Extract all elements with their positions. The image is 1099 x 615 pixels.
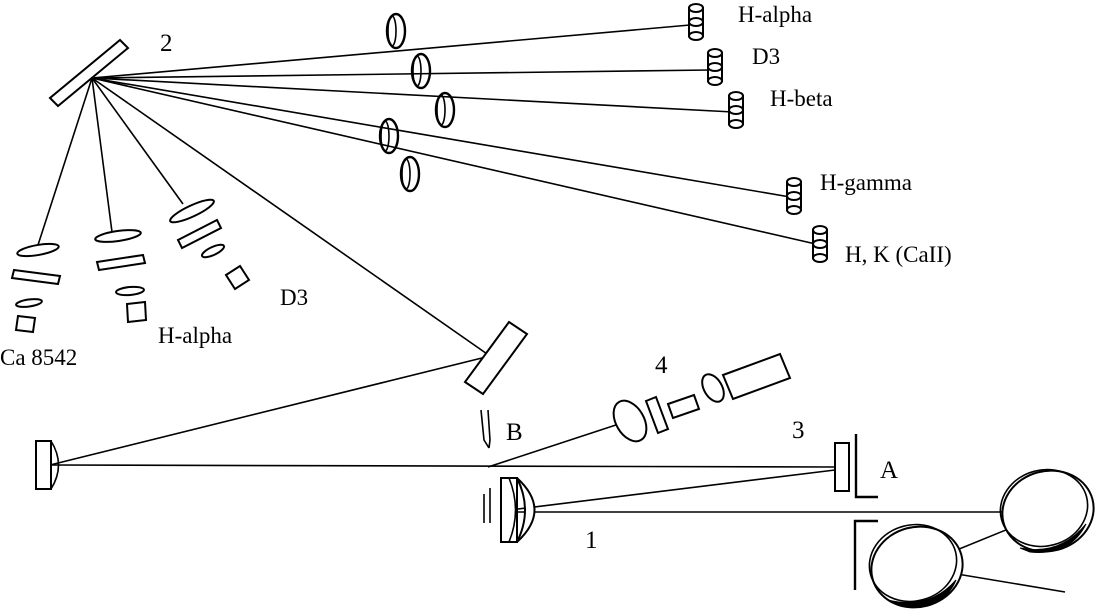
lower-channel-h-alpha bbox=[94, 229, 148, 324]
lens-h-gamma bbox=[378, 117, 400, 155]
lower-channel-ca-8542 bbox=[10, 242, 62, 334]
branch-4 bbox=[612, 352, 792, 443]
beam-paths bbox=[37, 24, 1066, 593]
detector-h-beta bbox=[728, 91, 744, 129]
lens-h-k bbox=[399, 155, 421, 193]
mirror-2 bbox=[48, 38, 130, 108]
marker-b: B bbox=[506, 419, 523, 446]
marker-4: 4 bbox=[655, 352, 668, 379]
detector-h-k bbox=[812, 225, 828, 263]
lens-d3 bbox=[410, 52, 432, 90]
detector-h-gamma bbox=[786, 177, 802, 215]
marker-2: 2 bbox=[160, 30, 173, 57]
labels: H-alpha D3 H-beta H-gamma H, K (CaII) Ca… bbox=[0, 2, 952, 554]
label-h-gamma: H-gamma bbox=[820, 170, 912, 195]
detector-h-alpha bbox=[688, 3, 704, 41]
marker-3: 3 bbox=[792, 417, 805, 444]
label-lower-h-alpha: H-alpha bbox=[158, 323, 232, 348]
collimator-mirror bbox=[35, 440, 60, 490]
label-h-alpha: H-alpha bbox=[738, 2, 812, 27]
mirror-a bbox=[834, 434, 878, 499]
slit-b bbox=[480, 409, 491, 449]
large-mirrors bbox=[853, 468, 1095, 609]
label-d3: D3 bbox=[752, 44, 780, 69]
label-h-k-caii: H, K (CaII) bbox=[845, 242, 952, 267]
marker-1: 1 bbox=[585, 527, 598, 554]
upper-detectors bbox=[688, 3, 828, 263]
large-mirror-upper bbox=[999, 468, 1095, 553]
label-lower-d3: D3 bbox=[280, 285, 308, 310]
large-mirror-lower bbox=[868, 523, 964, 609]
lower-channel-d3 bbox=[169, 198, 251, 291]
detector-d3 bbox=[707, 48, 723, 86]
fold-mirror bbox=[463, 320, 529, 396]
marker-a: A bbox=[880, 457, 898, 484]
label-ca-8542: Ca 8542 bbox=[0, 345, 77, 370]
label-h-beta: H-beta bbox=[770, 86, 833, 111]
lens-h-alpha bbox=[385, 12, 407, 50]
upper-lenses bbox=[378, 12, 456, 193]
lens-h-beta bbox=[434, 91, 456, 129]
element-1 bbox=[483, 477, 536, 543]
